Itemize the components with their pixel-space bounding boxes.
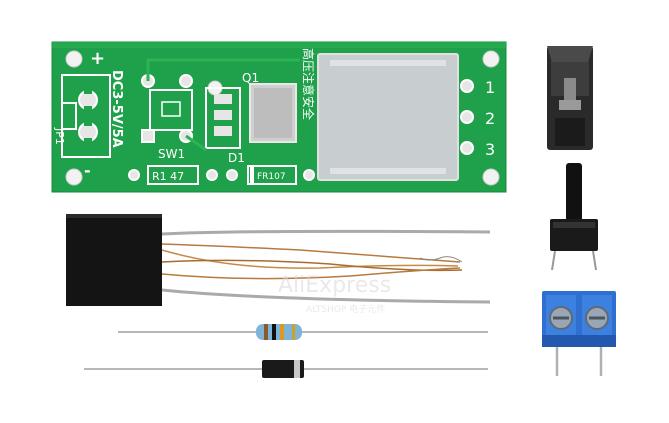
mount-hole <box>65 168 83 186</box>
watermark-text: AliExpress <box>278 273 391 298</box>
pin-2-label: 2 <box>485 109 495 128</box>
minus-label: - <box>84 161 91 180</box>
mount-hole <box>482 50 500 68</box>
mount-hole <box>482 168 500 186</box>
watermark-sub: ALTSHOP 电子元件 <box>306 303 385 315</box>
push-button-component <box>550 163 598 271</box>
diode-label: D1 <box>228 151 245 165</box>
pin-3-label: 3 <box>485 140 495 159</box>
pcb-board: + - JP1 DC3-5V/5A SW1 Q1 高压注意安全 <box>51 41 507 193</box>
pad <box>303 169 315 181</box>
screw-terminal-component <box>542 291 616 376</box>
mosfet-label: Q1 <box>242 71 259 85</box>
power-label: DC3-5V/5A <box>109 70 124 148</box>
pad <box>206 169 218 181</box>
pad <box>179 74 193 88</box>
warning-label: 高压注意安全 <box>301 48 316 120</box>
switch-footprint <box>149 89 193 131</box>
pad <box>141 129 155 143</box>
switch-label: SW1 <box>158 147 185 161</box>
diode-part-label: FR107 <box>257 172 286 182</box>
output-pad-1 <box>460 79 474 93</box>
plus-label: + <box>90 48 105 69</box>
output-pad-3 <box>460 141 474 155</box>
pad <box>128 169 140 181</box>
output-pad-2 <box>460 110 474 124</box>
mosfet-component <box>547 46 593 150</box>
transformer-pad <box>317 53 459 181</box>
jp-label: JP1 <box>53 127 66 145</box>
mosfet-footprint <box>205 83 297 149</box>
resistor-label: R1 47 <box>152 170 184 183</box>
transformer-component <box>66 214 491 306</box>
pad <box>226 169 238 181</box>
power-connector-footprint <box>61 74 111 158</box>
resistor-component <box>118 324 488 340</box>
pin-1-label: 1 <box>485 78 495 97</box>
mount-hole <box>65 50 83 68</box>
diode-component <box>84 360 488 378</box>
